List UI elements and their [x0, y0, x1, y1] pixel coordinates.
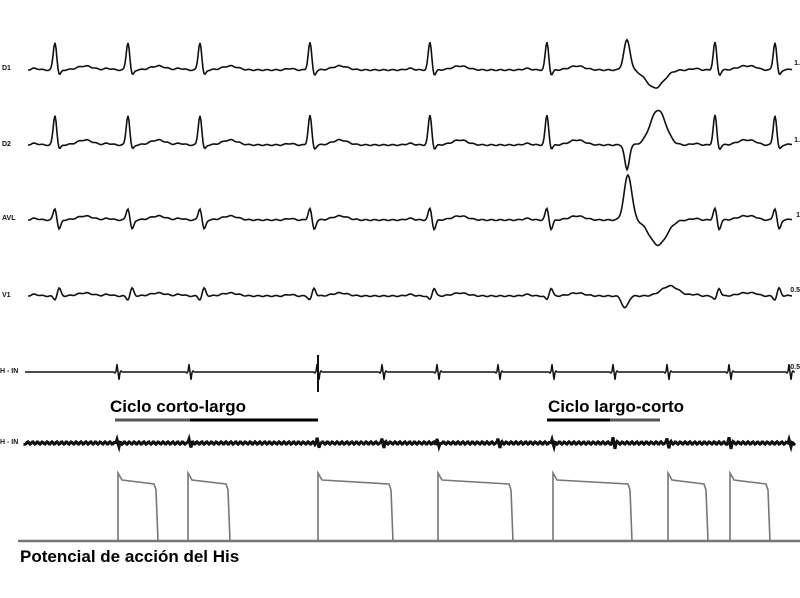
his-action-potential-6: [667, 469, 709, 542]
short-long-cycle-label: Ciclo corto-largo: [110, 397, 247, 416]
ecg-trace-d2: [28, 109, 793, 172]
his-action-potential-5: [552, 469, 633, 542]
his-action-potential-label: Potencial de acción del His: [20, 547, 240, 566]
lead-label-d1: D1: [2, 65, 11, 72]
lead-label-d2: D2: [2, 141, 11, 148]
scale-v1: 0.5: [790, 287, 800, 294]
lead-label-his-1: H - IN: [0, 368, 19, 375]
his-action-potential-4: [437, 469, 514, 542]
scale-avl: 1: [796, 212, 800, 219]
lead-label-avl: AVL: [2, 215, 16, 222]
his-action-potential-3: [317, 469, 394, 542]
his-action-potential-7: [729, 469, 771, 542]
ecg-trace-avl: [28, 173, 793, 247]
scale-d1: 1.: [794, 60, 800, 67]
lead-label-his-2: H - IN: [0, 439, 19, 446]
scale-his: 0.5: [790, 364, 800, 371]
ecg-trace-d1: [28, 38, 793, 89]
his-action-potential-1: [117, 469, 159, 542]
his-trace-1: [25, 364, 796, 380]
scale-d2: 1.: [794, 137, 800, 144]
ecg-trace-v1: [28, 284, 792, 309]
long-short-cycle-label: Ciclo largo-corto: [548, 397, 685, 416]
lead-label-v1: V1: [2, 292, 11, 299]
his-trace-2: [23, 433, 797, 453]
his-action-potential-2: [187, 469, 231, 542]
